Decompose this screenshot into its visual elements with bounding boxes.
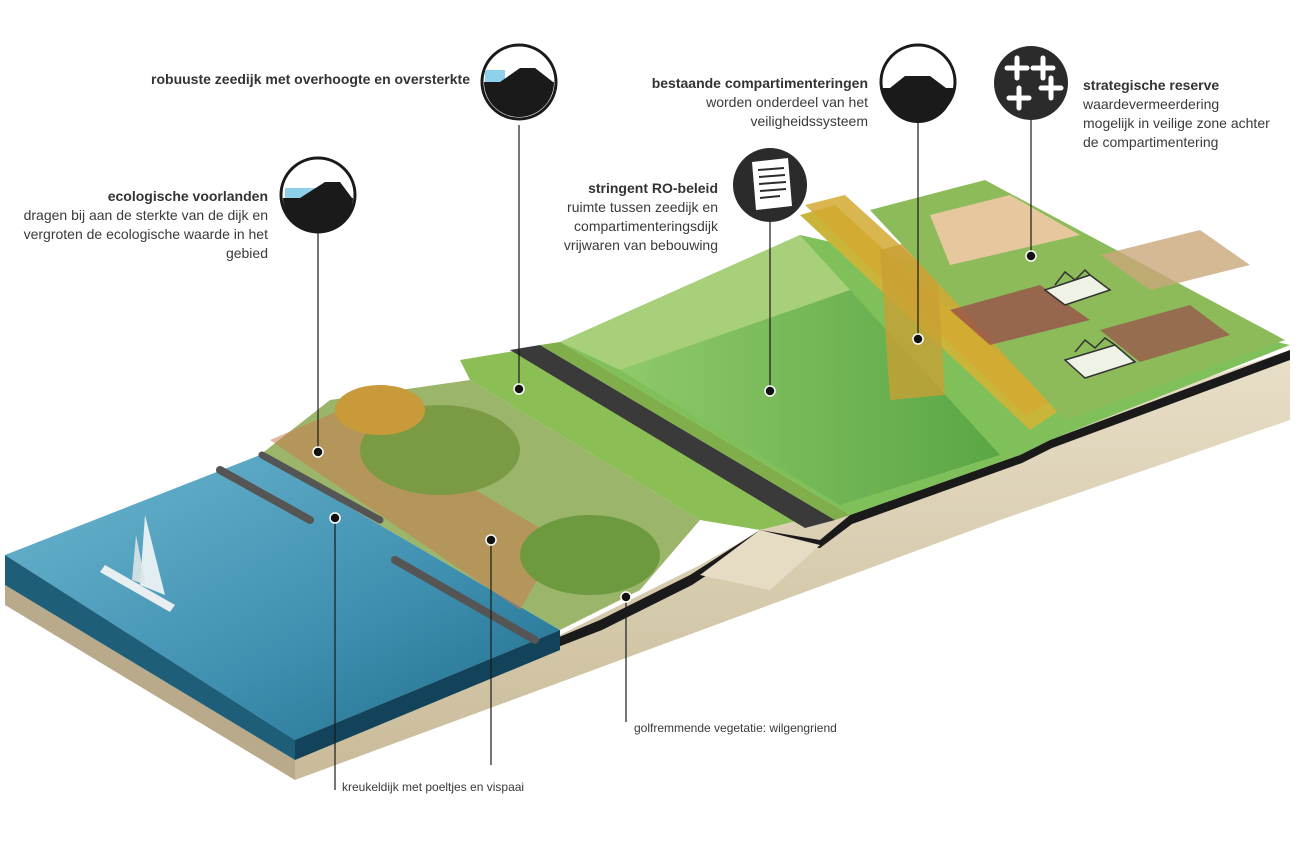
label-compartimentering-title: bestaande compartimenteringen	[651, 75, 868, 91]
label-voorlanden-title: ecologische voorlanden	[107, 188, 268, 204]
breakwater-rocks	[258, 451, 384, 524]
water-surface	[5, 455, 560, 740]
field-strip-north	[560, 235, 850, 370]
reserve-field-stripe	[1100, 305, 1230, 362]
label-zeedijk: robuuste zeedijk met overhoogte en overs…	[100, 70, 470, 89]
dike-profile-icon	[879, 43, 957, 123]
greenhouse	[1063, 337, 1137, 379]
soil-front-face	[5, 585, 295, 780]
label-reserve-desc-3: de compartimentering	[1083, 134, 1219, 150]
label-reserve: strategische reserve waardevermeerdering…	[1083, 76, 1293, 152]
breakwater-rocks	[216, 466, 314, 524]
label-kreukeldijk-title: kreukeldijk met poeltjes en vispaai	[342, 780, 525, 794]
breakwater-rocks	[391, 556, 539, 644]
label-ro-beleid: stringent RO-beleid ruimte tussen zeedij…	[520, 179, 718, 255]
label-compartimentering-desc-1: worden onderdeel van het	[706, 94, 868, 110]
reserve-field-stripe	[950, 285, 1090, 345]
dike-cross-section	[540, 350, 1290, 652]
dike-profile-water-icon	[480, 43, 558, 121]
plus-signs-icon	[994, 46, 1068, 120]
label-ro-beleid-title: stringent RO-beleid	[588, 180, 718, 196]
greenhouse	[1043, 268, 1112, 306]
reserve-field-stripe	[1100, 230, 1250, 290]
marker-dots	[312, 250, 1037, 603]
label-kreukeldijk: kreukeldijk met poeltjes en vispaai	[342, 779, 582, 795]
label-wilgengriend: golfremmende vegetatie: wilgengriend	[634, 720, 894, 736]
sailboat	[100, 515, 175, 612]
agricultural-field	[620, 290, 1000, 505]
label-voorlanden-desc-1: dragen bij aan de sterkte van de dijk en	[23, 207, 268, 223]
reserve-field-stripe	[930, 195, 1080, 265]
label-ro-beleid-desc-3: vrijwaren van bebouwing	[563, 237, 718, 253]
label-reserve-title: strategische reserve	[1083, 77, 1220, 93]
water-front-edge	[5, 555, 295, 760]
label-reserve-desc-1: waardevermeerdering	[1083, 96, 1220, 112]
autumn-trees	[335, 385, 425, 435]
compartment-tree-row	[880, 235, 945, 400]
label-voorlanden: ecologische voorlanden dragen bij aan de…	[5, 187, 268, 263]
label-compartimentering: bestaande compartimenteringen worden ond…	[560, 74, 868, 131]
label-voorlanden-desc-2: vergroten de ecologische waarde in het	[23, 226, 268, 242]
document-icon	[733, 148, 807, 222]
label-ro-beleid-desc-1: ruimte tussen zeedijk en	[567, 199, 718, 215]
label-compartimentering-desc-2: veiligheidssysteem	[750, 113, 869, 129]
label-wilgengriend-title: golfremmende vegetatie: wilgengriend	[634, 721, 837, 735]
willow-clump	[520, 515, 660, 595]
label-ro-beleid-desc-2: compartimenteringsdijk	[574, 218, 718, 234]
road-ditch	[540, 342, 850, 520]
leader-lines	[317, 120, 1032, 790]
foreland-reeds	[270, 410, 560, 610]
dike-outer-slope	[460, 350, 820, 530]
dike-road	[510, 345, 835, 528]
label-voorlanden-desc-3: gebied	[225, 245, 268, 261]
water-edge-dark	[295, 630, 560, 760]
label-reserve-desc-2: mogelijk in veilige zone achter	[1083, 115, 1270, 131]
label-zeedijk-title: robuuste zeedijk met overhoogte en overs…	[151, 71, 470, 87]
foreland-profile-icon	[279, 156, 357, 234]
dike-slope-face	[700, 530, 820, 590]
